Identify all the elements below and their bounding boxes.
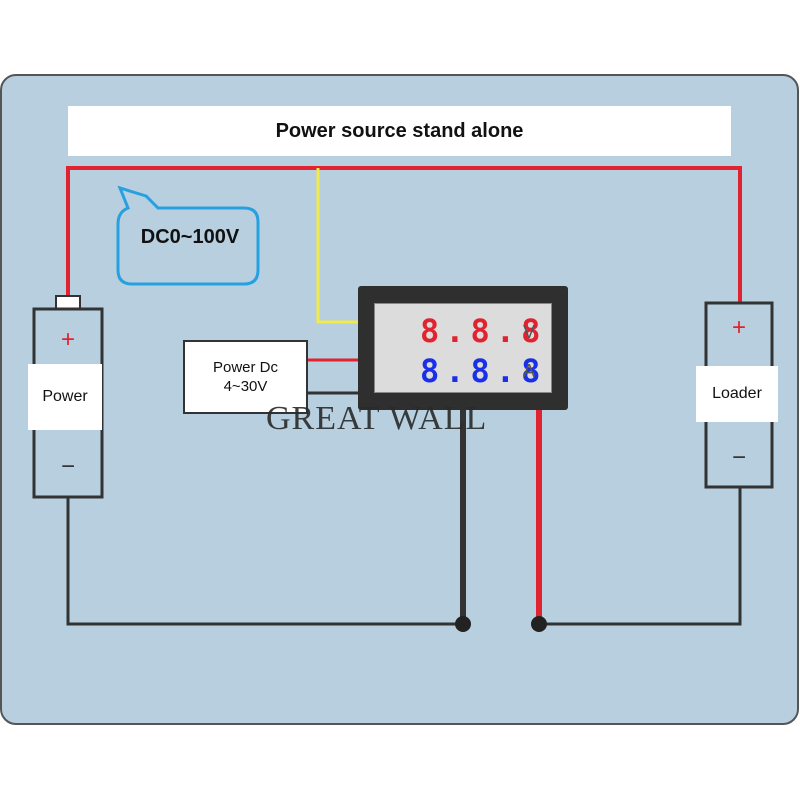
power-supply-label: Power Dc [212, 359, 279, 376]
watermark: GREAT WALL [266, 400, 488, 437]
load-label: Loader [696, 366, 778, 422]
current-unit: A [523, 361, 536, 381]
voltage-unit: V [523, 322, 536, 342]
positive-top-wire [66, 166, 742, 303]
battery-plus-sign: + [60, 326, 75, 353]
junction-dot-current [531, 616, 547, 632]
load-plus-sign: + [731, 314, 746, 341]
sense-wire [316, 168, 358, 324]
power-supply-range: 4~30V [223, 378, 268, 395]
voltage-readout: 8.8.8 [420, 312, 547, 350]
power-supply-box: Power Dc 4~30V [183, 340, 308, 414]
current-readout: 8.8.8 [420, 352, 547, 390]
meter-screen [374, 303, 552, 393]
callout-text: DC0~100V [140, 225, 240, 248]
title-bar: Power source stand alone [68, 106, 731, 156]
callout-bubble [116, 185, 260, 286]
load-negative-wire [539, 487, 742, 626]
load-minus-sign: − [731, 444, 746, 471]
battery-label: Power [28, 364, 102, 430]
battery-minus-sign: − [60, 453, 75, 480]
junction-dot-negative [455, 616, 471, 632]
battery-negative-wire [66, 497, 463, 626]
